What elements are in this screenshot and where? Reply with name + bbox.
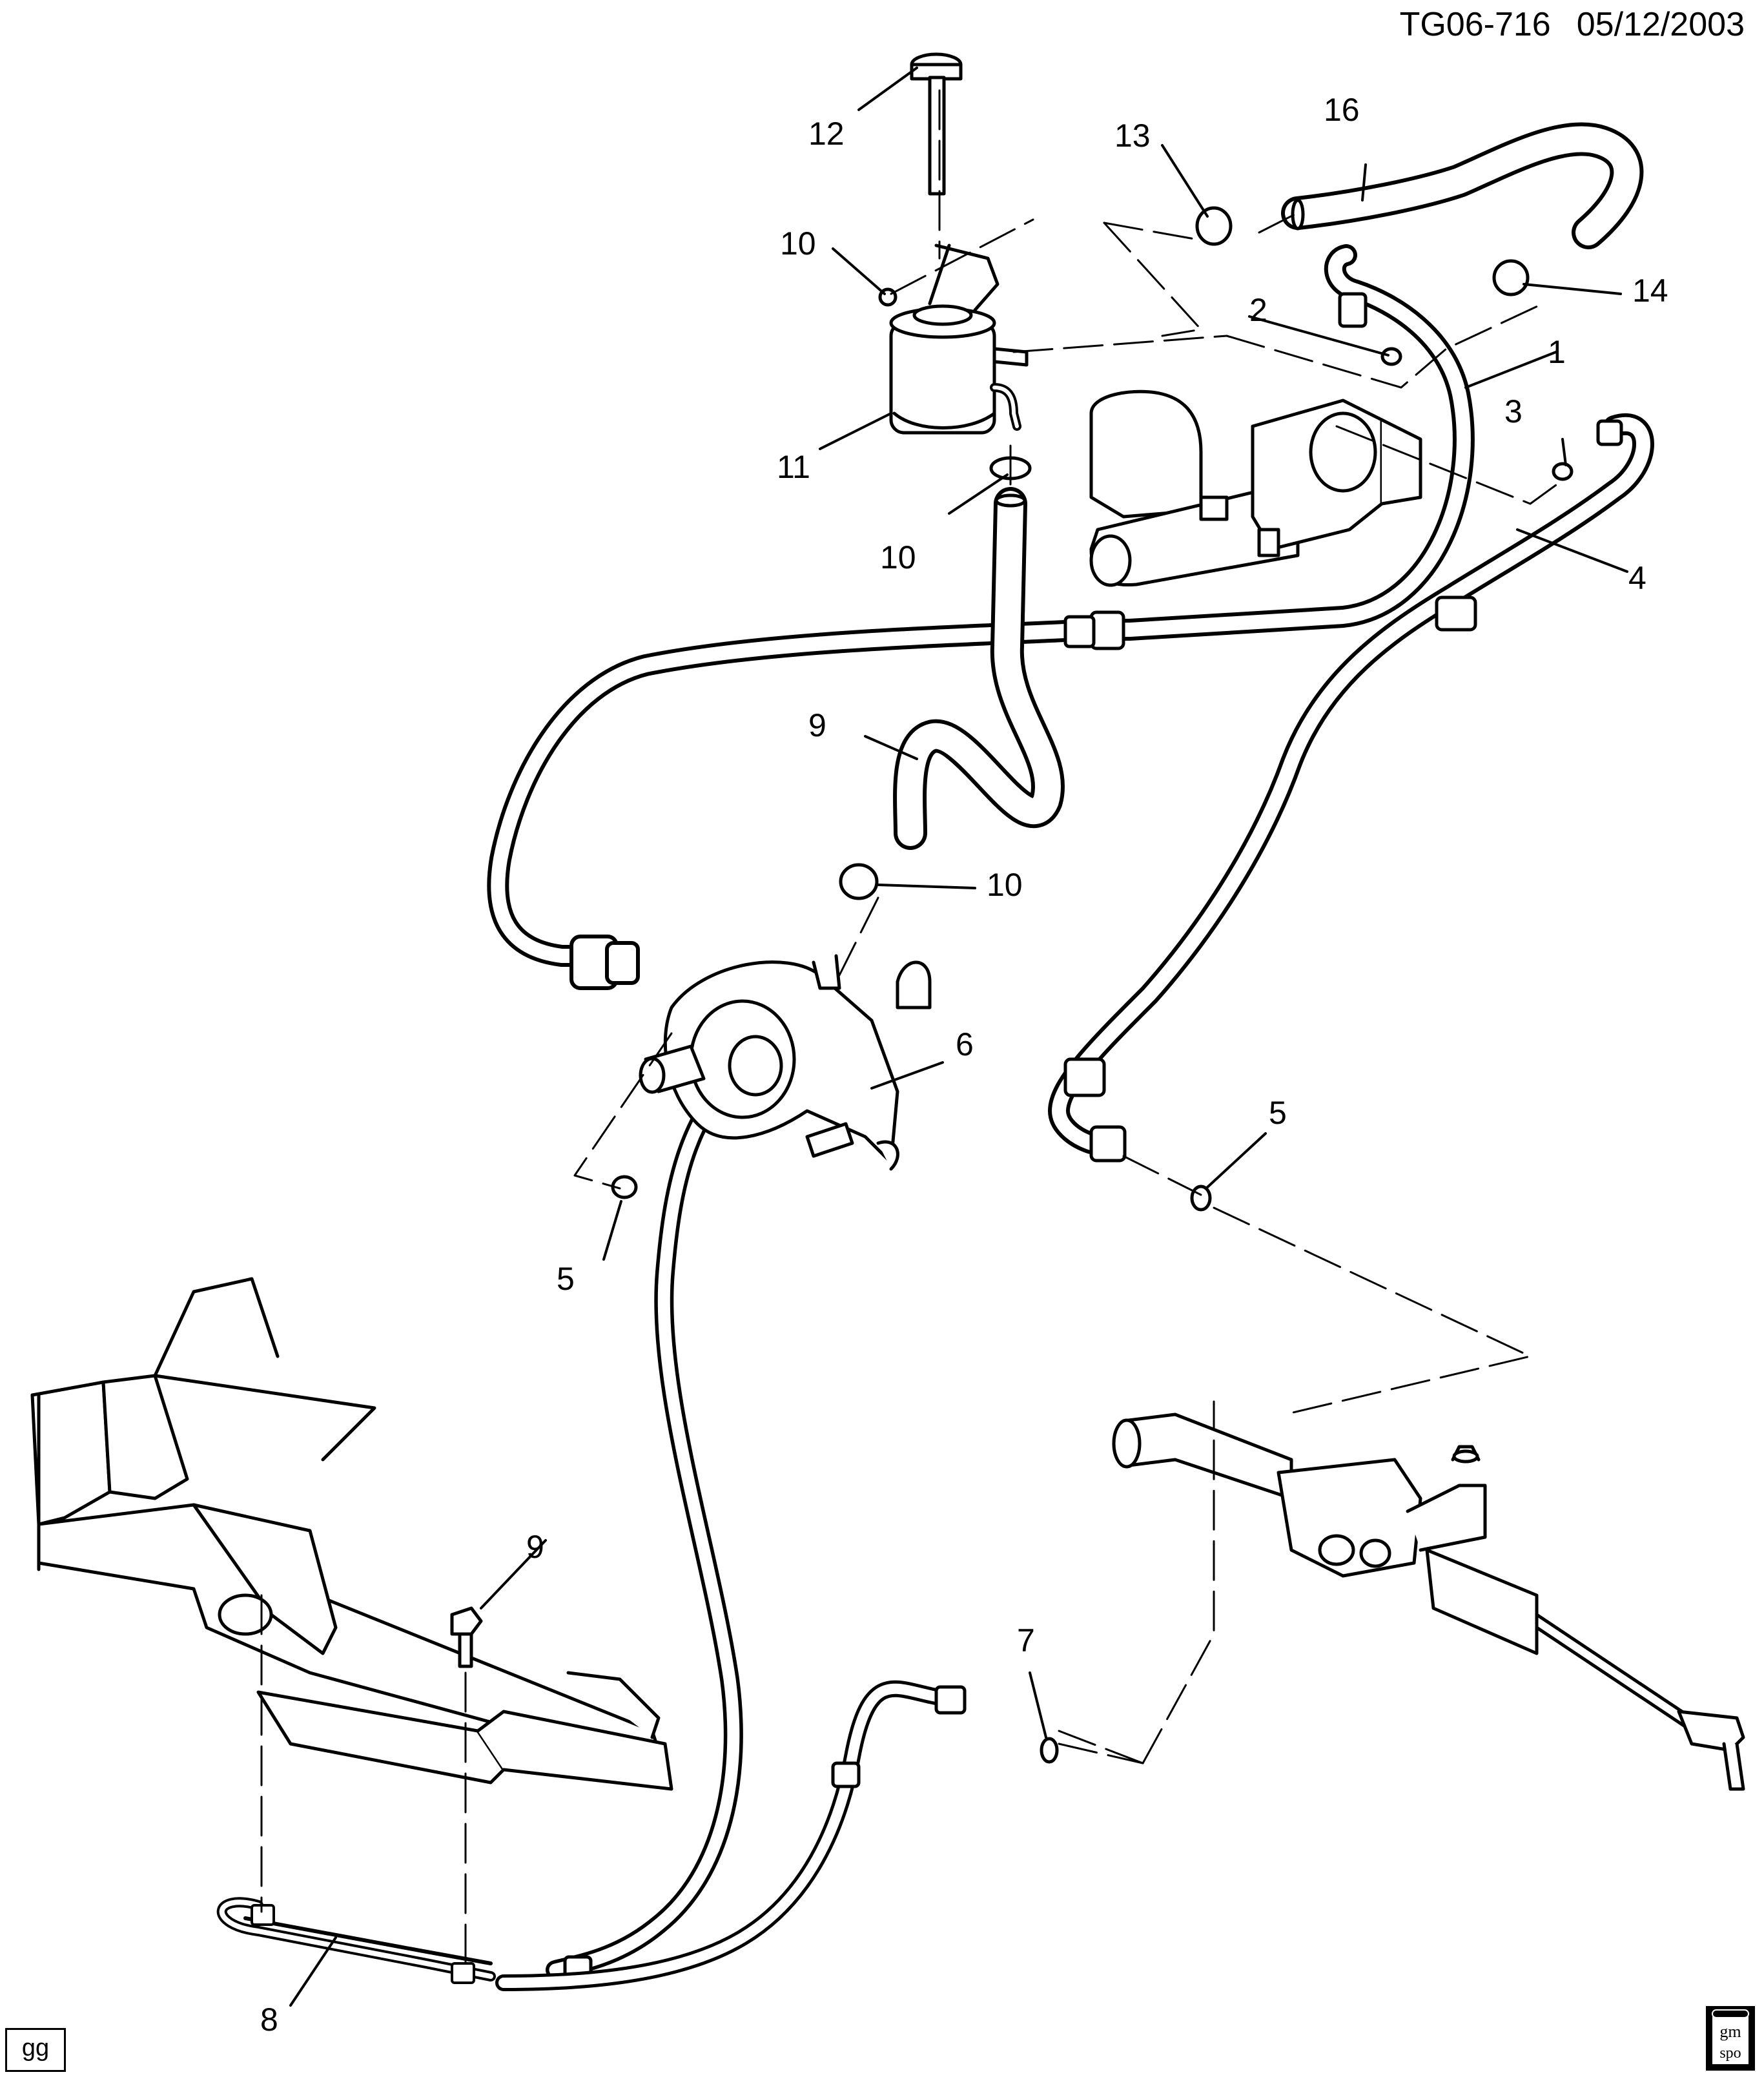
hose-4-gear: [1048, 413, 1654, 1163]
callout-6: 6: [956, 1026, 974, 1062]
callout-10-lower: 10: [987, 867, 1023, 903]
logo-text-gm: gm: [1719, 2022, 1741, 2041]
diagram-code: TG06-716: [1399, 6, 1551, 43]
frame-crossmember: [30, 1277, 673, 1791]
callout-9: 9: [526, 1529, 544, 1565]
callout-1: 1: [1548, 334, 1566, 370]
callout-13: 11: [777, 449, 810, 485]
callout-12: 10: [780, 225, 816, 262]
hose-16-return: [1281, 122, 1644, 249]
callout-4: 4: [1628, 560, 1646, 596]
illustrator-tag: gg: [5, 2028, 66, 2072]
reservoir-13: [889, 243, 1029, 435]
gm-spo-logo: gm spo: [1706, 2006, 1755, 2071]
callout-3: 3: [1504, 393, 1523, 429]
callout-14: 12: [808, 116, 845, 152]
cap-14: [910, 52, 963, 196]
diagram-date: 05/12/2003: [1576, 6, 1745, 43]
callout-7: 7: [1017, 1622, 1035, 1659]
callout-10-upper: 10: [880, 539, 916, 575]
diagram-header: TG06-716 05/12/2003: [1374, 5, 1745, 44]
callout-16: 16: [1324, 92, 1360, 128]
leader-lines: [289, 67, 1628, 2007]
bolt-9: [450, 1606, 483, 1668]
callout-5-right: 5: [1269, 1095, 1287, 1131]
callout-11: 9: [808, 707, 826, 743]
logo-text-spo: spo: [1719, 2045, 1741, 2062]
callout-15-top: 13: [1114, 118, 1151, 154]
callout-5-left: 5: [557, 1261, 575, 1297]
hydro-boost-master-cylinder: [1089, 389, 1422, 587]
hose-11-suction: [893, 487, 1065, 850]
return-line-main: [546, 1011, 875, 1981]
gear-return-line: [495, 1680, 967, 1991]
callout-2: 2: [1249, 292, 1267, 328]
dashed-alignment-lines: [260, 89, 1567, 1965]
part-8-cooler-pipe: [216, 1897, 496, 1984]
steering-gear: [1112, 1412, 1745, 1791]
callout-8: 8: [260, 2002, 278, 2038]
callout-15-right: 14: [1632, 273, 1668, 309]
power-steering-pump: [639, 954, 932, 1171]
